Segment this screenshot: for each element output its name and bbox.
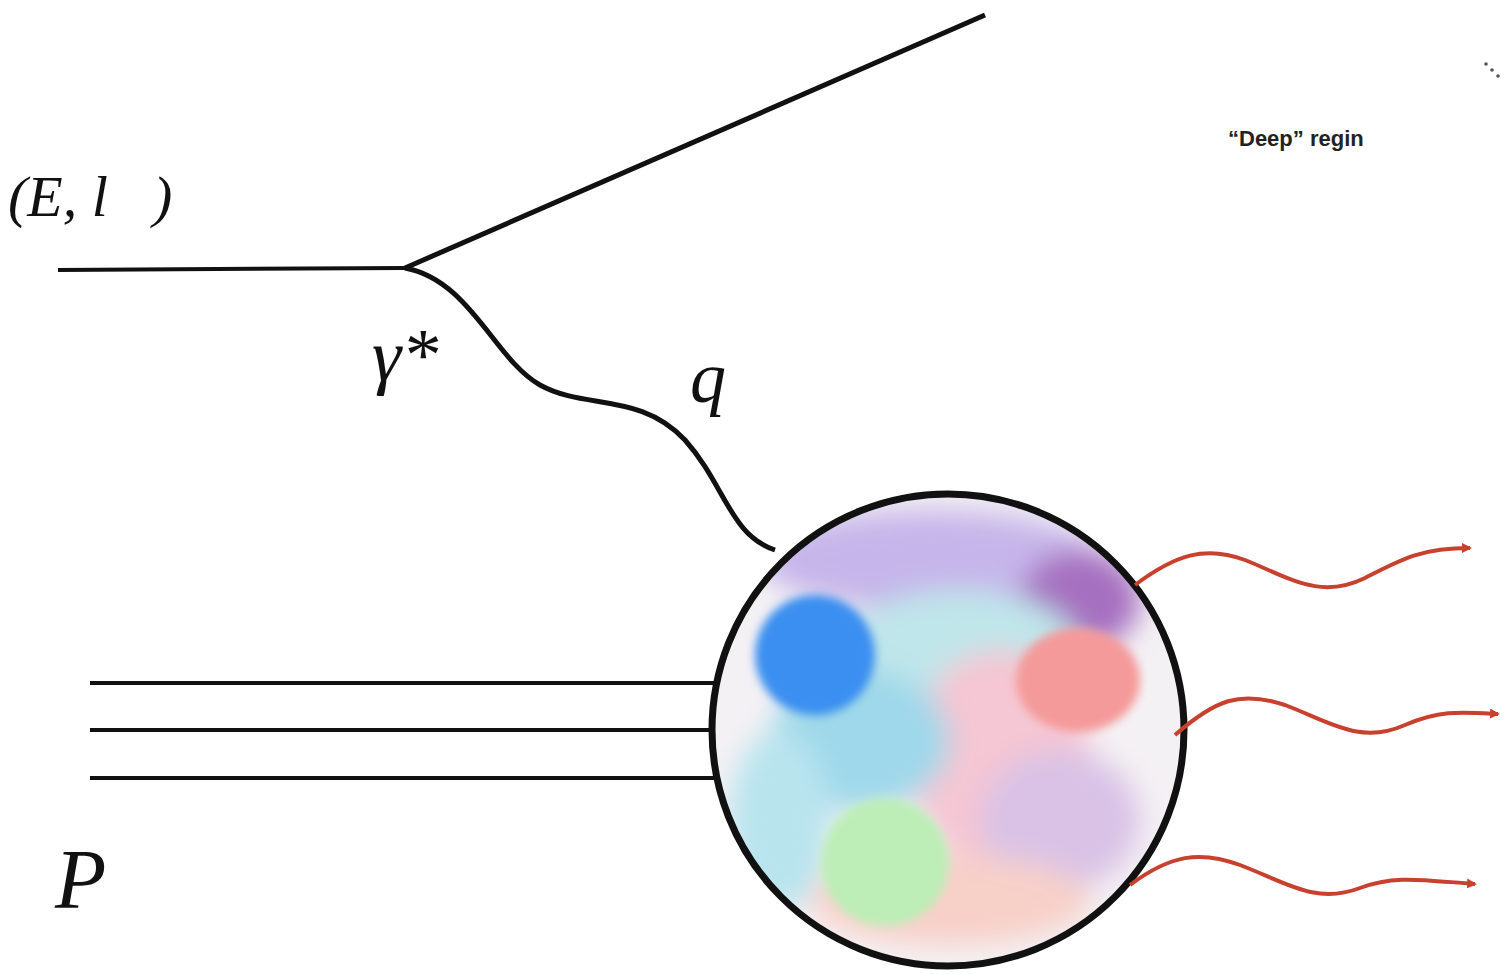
photon-label: γ* [372, 318, 438, 392]
outgoing-lepton [405, 15, 985, 268]
ellipsis-dots [1484, 62, 1500, 78]
proton-label: P [55, 838, 106, 922]
virtual-photon [405, 268, 775, 550]
lepton-label: (E, l⃗) [8, 168, 172, 226]
momentum-label: q [690, 342, 726, 414]
hadron-blob [714, 496, 1182, 964]
outgoing-hadrons [1130, 548, 1498, 894]
regime-note: “Deep” regin [1228, 128, 1364, 150]
proton-lines [90, 683, 715, 778]
incoming-lepton [58, 268, 405, 270]
hadron-outline [712, 494, 1184, 966]
